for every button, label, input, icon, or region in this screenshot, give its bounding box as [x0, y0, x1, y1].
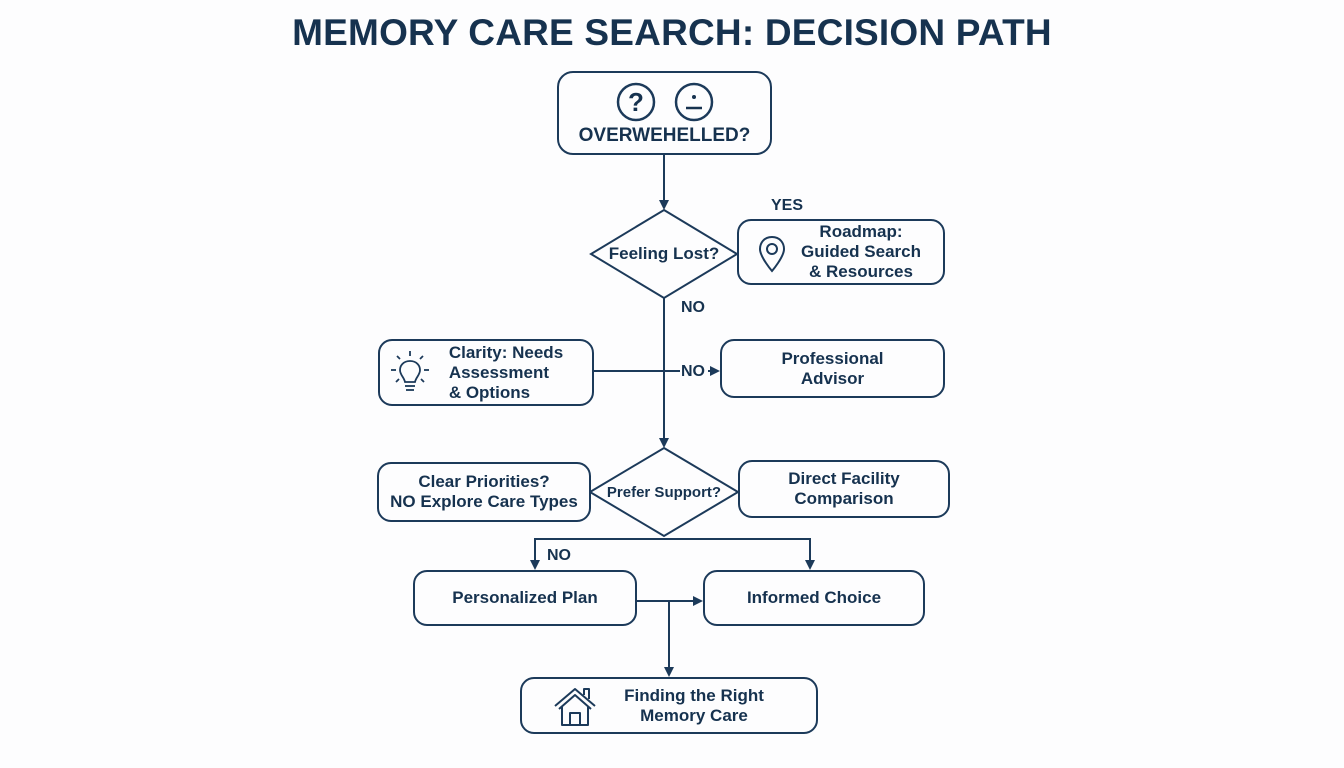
edge-prefer-support-branch [534, 538, 811, 568]
diagram-title: MEMORY CARE SEARCH: DECISION PATH [292, 12, 1052, 53]
edge-label-no-feeling-lost: NO [681, 299, 705, 316]
node-direct-facility: Direct Facility Comparison [738, 460, 950, 518]
svg-text:?: ? [628, 87, 644, 117]
node-roadmap: Roadmap: Guided Search & Resources [737, 219, 945, 285]
node-informed-choice-label: Informed Choice [746, 588, 882, 607]
feeling-lost-label: Feeling Lost? [608, 244, 720, 263]
question-mark-icon: ? [616, 82, 655, 122]
node-clarity-label: Clarity: Needs Assessment & Options [448, 342, 564, 402]
node-overwhelmed-label: OVERWEHELLED? [578, 125, 751, 146]
node-overwhelmed: ? OVERWEHELLED? [557, 71, 772, 155]
map-pin-icon [758, 235, 786, 273]
node-direct-facility-label: Direct Facility Comparison [788, 469, 900, 508]
house-icon [554, 688, 596, 726]
node-personalized-plan-label: Personalized Plan [452, 588, 598, 607]
node-informed-choice: Informed Choice [703, 570, 925, 626]
lightbulb-icon [391, 351, 429, 391]
node-finding-right-label: Finding the Right Memory Care [624, 685, 764, 725]
prefer-support-label: Prefer Support? [606, 484, 722, 501]
decision-diamond-prefer-support [588, 446, 740, 538]
node-professional-advisor: Professional Advisor [720, 339, 945, 398]
node-clarity: Clarity: Needs Assessment & Options [378, 339, 594, 406]
node-finding-right: Finding the Right Memory Care [520, 677, 818, 734]
node-personalized-plan: Personalized Plan [413, 570, 637, 626]
neutral-face-icon [674, 82, 713, 122]
node-professional-advisor-label: Professional Advisor [781, 348, 884, 388]
edge-label-no-personalized: NO [547, 547, 571, 564]
node-clear-priorities-label: Clear Priorities? NO Explore Care Types [390, 472, 578, 511]
edge-label-yes: YES [771, 197, 804, 214]
node-clear-priorities: Clear Priorities? NO Explore Care Types [377, 462, 591, 522]
edge-label-no-advisor: NO [681, 363, 705, 381]
node-roadmap-label: Roadmap: Guided Search & Resources [801, 222, 921, 281]
